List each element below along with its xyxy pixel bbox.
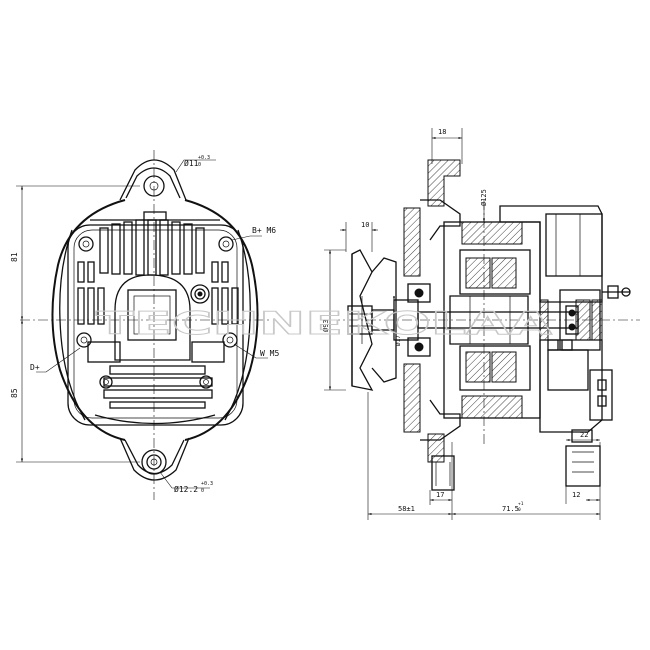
shaft-dia-dim: Ø93 bbox=[322, 319, 330, 332]
foot-width-dim: 22 bbox=[580, 431, 588, 439]
bottom-hole-dim: Ø12.2 bbox=[174, 484, 198, 494]
top-width-dim: 18 bbox=[438, 128, 446, 136]
bottom-hole-tol: +0.3 bbox=[201, 481, 213, 487]
front-bearing bbox=[407, 283, 431, 357]
bottom-left-dim: 58±1 bbox=[398, 505, 415, 513]
b-plus-label: B+ M6 bbox=[252, 226, 276, 235]
w-label: W M5 bbox=[260, 349, 279, 358]
d-plus-label: D+ bbox=[30, 363, 40, 372]
bottom-hole-tol2: 0 bbox=[201, 488, 204, 494]
upper-height-dim: 81 bbox=[10, 252, 19, 262]
front-view bbox=[16, 150, 270, 500]
lower-height-dim: 85 bbox=[10, 388, 19, 398]
pulley-width-dim: 10 bbox=[361, 221, 369, 229]
side-view bbox=[324, 128, 640, 520]
top-hole-dim: Ø11 bbox=[184, 158, 199, 168]
bottom-mid-dim: 17 bbox=[436, 491, 444, 499]
side-view-labels: 18 10 Ø125 Ø93 Ø17 58±1 17 71.5 +1 0 22 … bbox=[322, 128, 588, 513]
front-view-labels: Ø11 +0.3 0 B+ M6 W M5 D+ Ø12.2 +0.3 0 81… bbox=[10, 155, 279, 494]
front-bolts bbox=[76, 236, 238, 389]
top-hole-tol2: 0 bbox=[198, 162, 201, 168]
bearing-dia-dim: Ø125 bbox=[480, 189, 488, 206]
bottom-right-dim: 71.5 bbox=[502, 505, 519, 513]
shaft-small-dim: Ø17 bbox=[395, 335, 402, 346]
bottom-right-tol: +1 bbox=[518, 501, 524, 507]
bottom-right-tol2: 0 bbox=[518, 507, 521, 513]
watermark: TECHNEKOLAA bbox=[96, 306, 552, 342]
foot-small-dim: 12 bbox=[572, 491, 580, 499]
top-hole-tol: +0.3 bbox=[198, 155, 210, 161]
